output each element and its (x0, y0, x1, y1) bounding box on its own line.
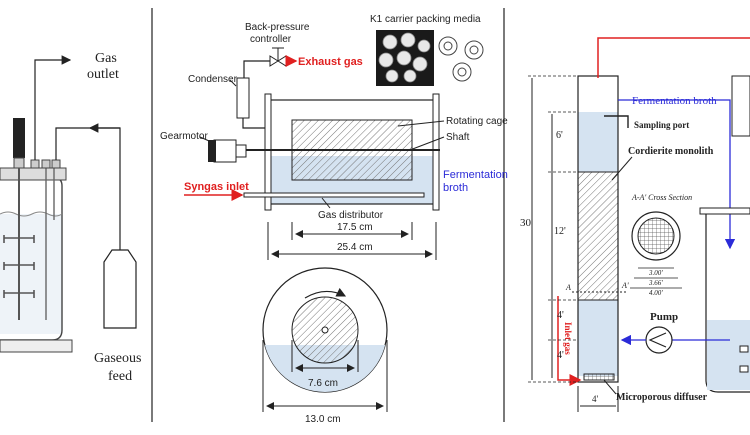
back-pressure-valve-icon (269, 47, 287, 67)
dim-cage-dia-label: 7.6 cm (308, 378, 338, 389)
cross-section-grid (637, 217, 675, 255)
gas-cylinder (103, 249, 137, 329)
section-a: A (565, 283, 571, 292)
gas-outlet-label-1: Gas (95, 51, 117, 66)
cs-dim-1: 3.00' (648, 269, 663, 277)
gearmotor (213, 139, 237, 163)
syngas-inlet-label: Syngas inlet (184, 181, 249, 193)
shaft-label: Shaft (446, 132, 470, 143)
broth-recycle-line (618, 99, 736, 250)
cs-dim-2: 3.66' (648, 279, 663, 287)
gaseous-feed-line (55, 127, 121, 252)
packing-media-pieces (378, 32, 431, 83)
vessel-a-base (0, 339, 73, 353)
gas-recycle-line (597, 37, 750, 78)
sampling-port-label: Sampling port (634, 120, 689, 130)
gearmotor-label: Gearmotor (160, 131, 208, 142)
impellers-a (3, 235, 35, 298)
panel-b: Back-pressure controller Exhaust gas Con… (160, 14, 508, 425)
exhaust-gas-label: Exhaust gas (298, 56, 363, 68)
panel-a: Gas outlet Gaseous feed (0, 51, 141, 384)
liquid-surface-a (0, 211, 63, 217)
gaseous-feed-label-2: feed (108, 369, 132, 384)
microporous-diffuser-label: Microporous diffuser (616, 392, 708, 403)
inlet-gas-line (557, 296, 582, 386)
gas-distributor-label: Gas distributor (318, 210, 384, 221)
dim-outer-label: 25.4 cm (337, 242, 373, 253)
back-pressure-label-2: controller (250, 34, 292, 45)
dim-vessel-dia-label: 13.0 cm (305, 414, 341, 425)
dim-top-label: 6' (556, 130, 563, 141)
section-a-prime: A' (621, 281, 629, 290)
condenser-label: Condenser (188, 74, 238, 85)
cs-dim-lines (630, 267, 682, 289)
rotating-cage-label: Rotating cage (446, 116, 508, 127)
cross-section-label: A-A' Cross Section (631, 193, 692, 202)
right-tank-liquid (707, 320, 750, 390)
column-bottom-liquid (578, 300, 618, 376)
motor-a (13, 118, 25, 158)
microporous-diffuser (583, 373, 615, 381)
cordierite-monolith (578, 172, 618, 300)
vessel-a-lid (0, 167, 67, 181)
cordierite-label: Cordierite monolith (628, 146, 714, 157)
cs-dim-3: 4.00' (649, 289, 663, 297)
vessel-a-liquid (0, 214, 62, 334)
panel-c: Fermentation broth Sampling port Cordier… (520, 37, 750, 412)
column-top-liquid (578, 112, 618, 172)
dim-lines-b-cs (262, 340, 388, 412)
gas-distributor (243, 192, 425, 198)
dim-mid-label: 12' (554, 226, 566, 237)
dim-width-label: 4' (592, 394, 599, 404)
condenser (236, 77, 250, 119)
dim-low1-label: 4' (557, 310, 564, 321)
packing-media-label: K1 carrier packing media (370, 14, 481, 25)
dim-inner-label: 17.5 cm (337, 222, 373, 233)
fermentation-broth-c: Fermentation broth (632, 95, 717, 107)
sampling-port (604, 115, 629, 128)
dim-lines-b (267, 222, 437, 260)
fermentation-broth-b-2: broth (443, 182, 468, 194)
gas-outlet-line (34, 55, 72, 160)
back-pressure-label-1: Back-pressure (245, 22, 310, 33)
gaseous-feed-label-1: Gaseous (94, 351, 141, 366)
pump-label: Pump (650, 311, 678, 323)
packing-media-loose (438, 36, 484, 82)
dim-lines-c (528, 75, 578, 383)
motor-a-coupling (13, 157, 25, 169)
gas-outlet-label-2: outlet (87, 67, 119, 82)
dim-total-label: 30' (520, 217, 533, 229)
inlet-gas-label: Inlet gas (563, 322, 573, 355)
dim-low2-label: 4' (557, 350, 564, 361)
fermentation-broth-b-1: Fermentation (443, 169, 508, 181)
rotation-arrow-icon (304, 287, 347, 299)
